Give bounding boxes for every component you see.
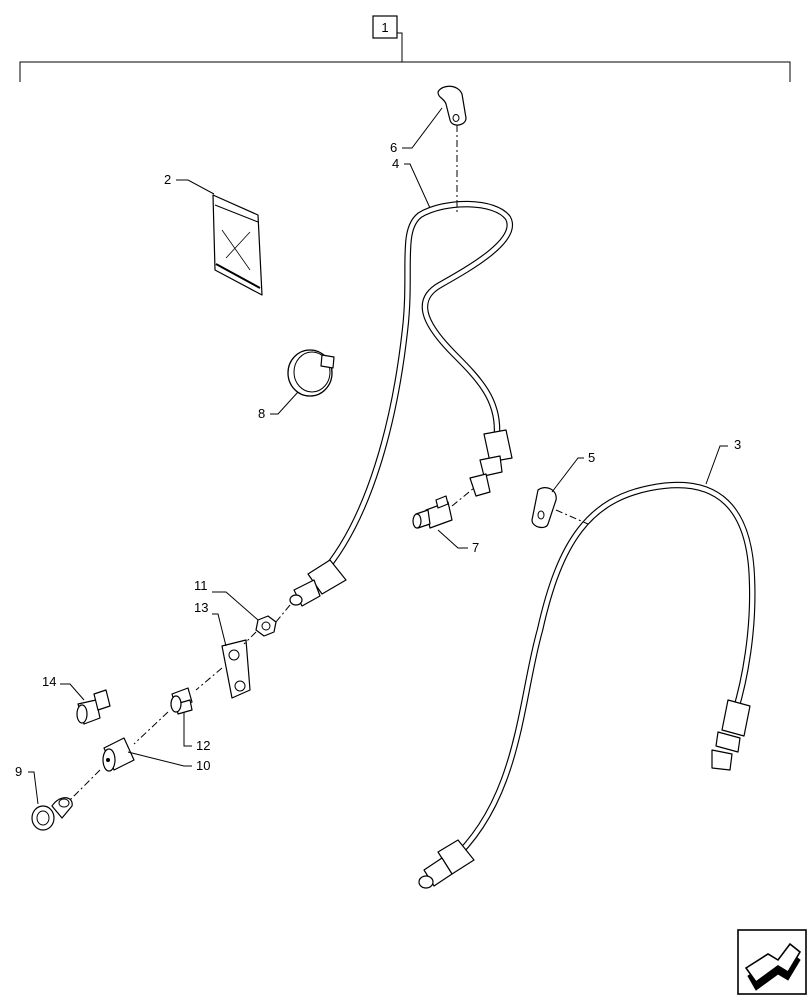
callouts: 2 3 4 5 6 7 8 9 10 11 12 13 14 <box>15 107 741 805</box>
callout-3: 3 <box>734 437 741 452</box>
callout-11: 11 <box>194 578 208 593</box>
part-strap-8[interactable] <box>287 349 335 397</box>
callout-4: 4 <box>392 156 399 171</box>
callout-6: 6 <box>390 140 397 155</box>
part-clip-6[interactable] <box>437 85 467 215</box>
part-cap-9[interactable] <box>31 797 73 831</box>
part-plug-14[interactable] <box>76 689 111 725</box>
part-plate-13[interactable] <box>221 639 251 699</box>
part-tube-3[interactable] <box>418 481 756 889</box>
part-decal-2[interactable] <box>212 194 263 296</box>
part-adapter-12[interactable] <box>170 687 193 715</box>
callout-10: 10 <box>196 758 210 773</box>
assembly-label-box <box>372 15 398 39</box>
callout-7: 7 <box>472 540 479 555</box>
callout-14: 14 <box>42 674 56 689</box>
part-nut-11[interactable] <box>255 615 277 637</box>
part-clip-5[interactable] <box>531 487 589 529</box>
callout-12: 12 <box>196 738 210 753</box>
callout-8: 8 <box>258 406 265 421</box>
callout-9: 9 <box>15 764 22 779</box>
callout-5: 5 <box>588 450 595 465</box>
assembly-label: 1 <box>381 20 388 35</box>
callout-2: 2 <box>164 172 171 187</box>
assembly-bracket: 1 <box>19 15 791 82</box>
part-sleeve-10[interactable] <box>102 737 135 772</box>
callout-13: 13 <box>194 600 208 615</box>
part-tube-4[interactable] <box>289 200 514 607</box>
part-fitting-7[interactable] <box>412 487 475 529</box>
assembly-centerline <box>69 604 291 801</box>
arrow-icon[interactable] <box>737 929 807 995</box>
